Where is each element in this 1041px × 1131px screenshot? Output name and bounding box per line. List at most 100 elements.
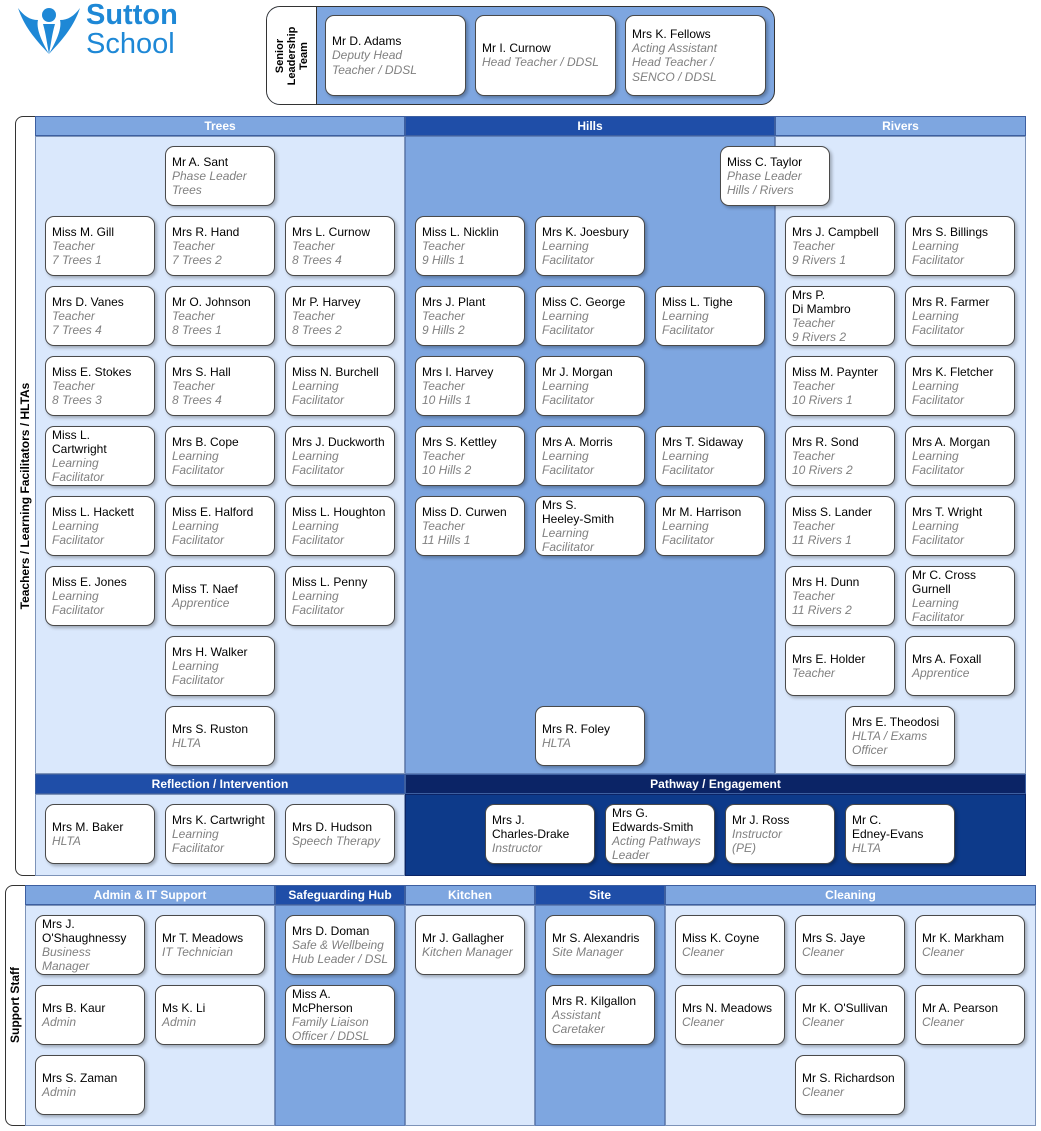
- staff-name: Mrs H. Walker: [172, 644, 248, 659]
- staff-card-slt-adams[interactable]: Mr D. Adams Deputy Head Teacher / DDSL: [325, 15, 466, 96]
- staff-name: Miss L. Tighe: [662, 294, 733, 309]
- logo-line1: Sutton: [86, 0, 178, 31]
- staff-role: Admin: [42, 1084, 77, 1099]
- staff-role: Teacher 9 Rivers 2: [792, 315, 847, 345]
- staff-card-slt-fellows[interactable]: Mrs K. Fellows Acting Assistant Head Tea…: [625, 15, 766, 96]
- staff-name: Mr S. Richardson: [802, 1070, 895, 1085]
- staff-role: Learning Facilitator: [542, 378, 595, 408]
- staff-role: HLTA: [852, 840, 881, 855]
- staff-card-slt-curnow[interactable]: Mr I. Curnow Head Teacher / DDSL: [475, 15, 616, 96]
- logo-line2: School: [86, 28, 175, 60]
- staff-role: Admin: [162, 1014, 197, 1029]
- staff-role: Safe & Wellbeing Hub Leader / DSL: [292, 937, 389, 967]
- staff-name: Mrs K. Fletcher: [912, 364, 994, 379]
- staff-role: Cleaner: [682, 1014, 725, 1029]
- staff-name: Miss C. George: [542, 294, 626, 309]
- staff-name: Mr O. Johnson: [172, 294, 251, 309]
- staff-name: Mr J. Morgan: [542, 364, 613, 379]
- staff-name: Mrs J. Campbell: [792, 224, 879, 239]
- staff-role: Learning Facilitator: [912, 378, 965, 408]
- staff-name: Mrs K. Fellows: [632, 26, 711, 41]
- staff-name: Mrs S. Billings: [912, 224, 989, 239]
- staff-role: Teacher 11 Hills 1: [422, 518, 471, 548]
- staff-name: Mrs K. Joesbury: [542, 224, 629, 239]
